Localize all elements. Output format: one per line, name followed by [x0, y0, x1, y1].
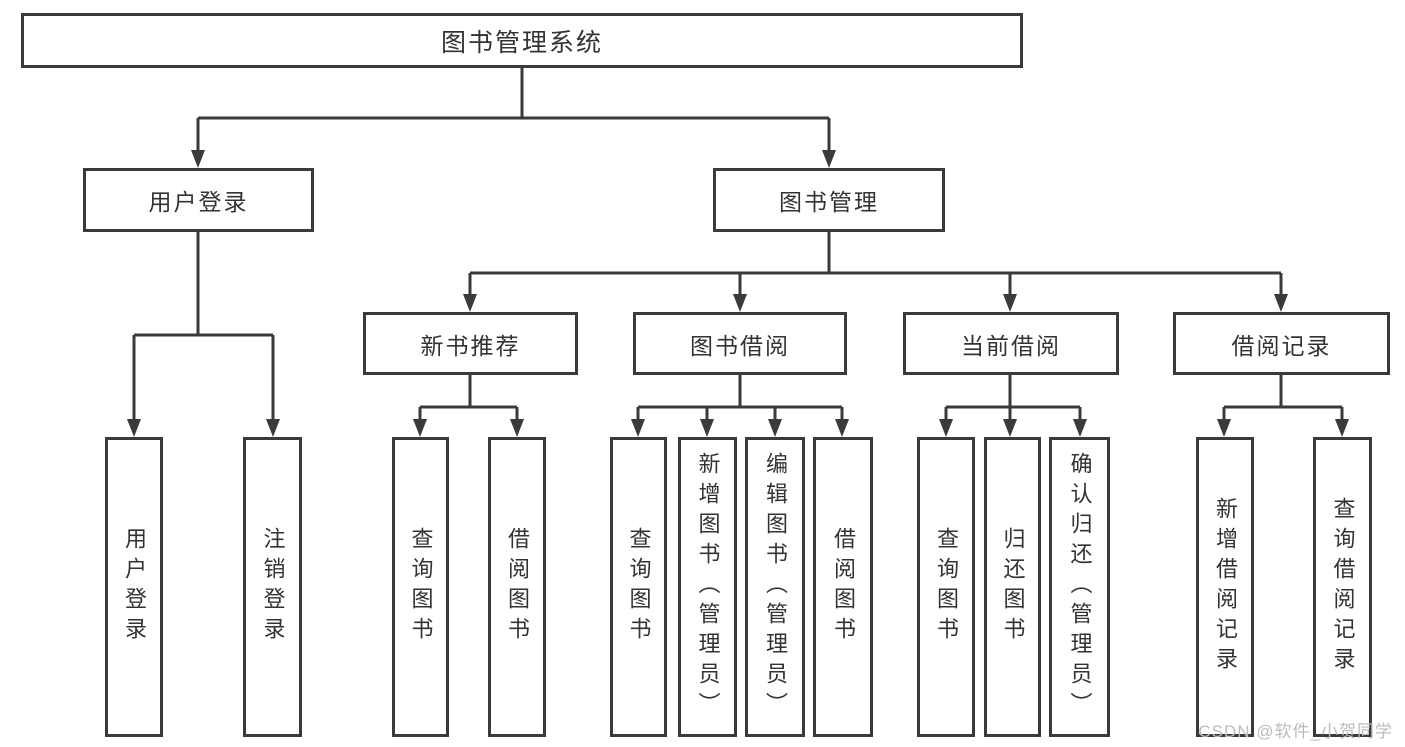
node-current-borrowing: 当前借阅 — [903, 312, 1119, 375]
leaf-current-return-books: 归还图书 — [984, 437, 1041, 737]
node-borrowing-records: 借阅记录 — [1173, 312, 1390, 375]
leaf-current-confirm-return-admin: 确认归还（管理员） — [1049, 437, 1110, 737]
leaf-borrow-edit-books-admin: 编辑图书（管理员） — [745, 437, 805, 737]
leaf-borrow-query-books: 查询图书 — [610, 437, 667, 737]
leaf-newbooks-borrow-books: 借阅图书 — [488, 437, 546, 737]
leaf-borrow-add-books-admin: 新增图书（管理员） — [678, 437, 737, 737]
watermark-text: CSDN @软件_小贺同学 — [1198, 722, 1393, 741]
connector-root-to-level2 — [191, 66, 836, 168]
leaf-current-query-books: 查询图书 — [917, 437, 975, 737]
connector-user-login-to-leaves — [127, 232, 280, 437]
leaf-borrow-borrow-books: 借阅图书 — [813, 437, 873, 737]
node-book-borrowing: 图书借阅 — [633, 312, 847, 375]
connector-current-borrow-to-leaves — [939, 375, 1087, 437]
leaf-records-query-record: 查询借阅记录 — [1313, 437, 1372, 737]
node-root-system: 图书管理系统 — [21, 13, 1023, 68]
leaf-user-login: 用户登录 — [105, 437, 163, 737]
node-new-book-recommendation: 新书推荐 — [363, 312, 578, 375]
connector-book-borrow-to-leaves — [631, 375, 849, 437]
node-book-management: 图书管理 — [713, 168, 945, 232]
node-user-login: 用户登录 — [83, 168, 314, 232]
connector-book-mgmt-to-level3 — [463, 232, 1288, 312]
connector-new-books-to-leaves — [413, 375, 524, 437]
connector-borrow-records-to-leaves — [1217, 375, 1349, 437]
leaf-newbooks-query-books: 查询图书 — [392, 437, 449, 737]
leaf-logout: 注销登录 — [243, 437, 302, 737]
leaf-records-add-record: 新增借阅记录 — [1196, 437, 1254, 737]
